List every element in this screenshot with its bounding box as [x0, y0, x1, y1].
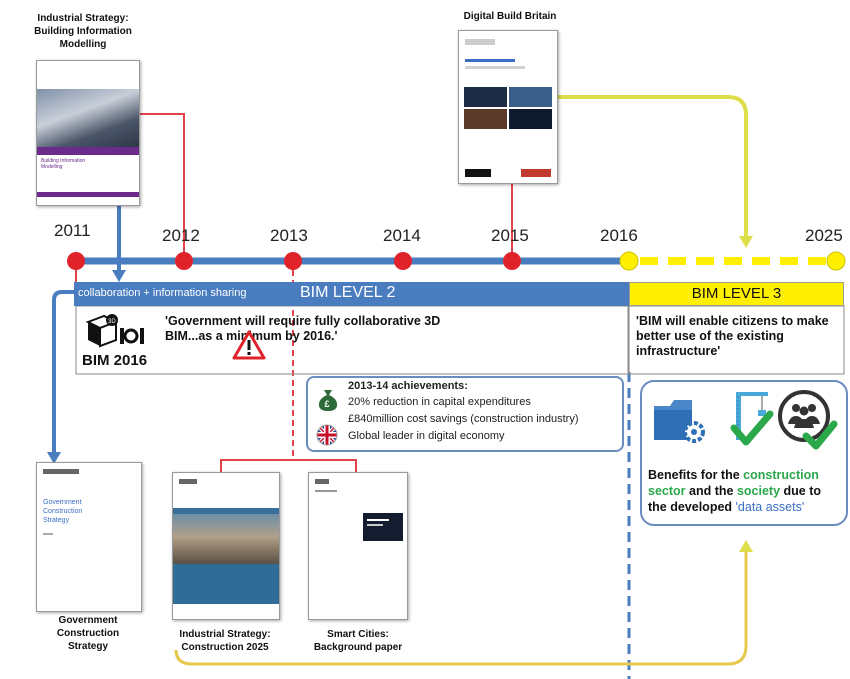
benefits-text-part: Benefits for the [648, 468, 744, 482]
milestone-dot-2014 [394, 252, 412, 270]
doc-title-line: Industrial Strategy: [179, 629, 271, 640]
benefits-construction-sector: construction sector [648, 468, 819, 498]
arrow-head-bim-strategy [112, 270, 126, 282]
doc-title-line: Strategy [67, 641, 108, 652]
collab-label: collaboration + information sharing [78, 287, 247, 299]
achievements-title: 2013-14 achievements: [348, 380, 468, 392]
achievements-box [306, 376, 624, 452]
doc-cover-construction-2025[interactable] [172, 472, 280, 620]
doc-title-smart-cities: Smart Cities: Background paper [296, 628, 420, 654]
year-label-2013: 2013 [270, 226, 308, 245]
doc-title-construction-2025: Industrial Strategy: Construction 2025 [160, 628, 290, 654]
milestone-dot-2015 [503, 252, 521, 270]
year-label-2011: 2011 [54, 221, 91, 240]
bim-level3-quote: 'BIM will enable citizens to make better… [636, 314, 829, 358]
milestone-dot-2011 [67, 252, 85, 270]
achievement-item: £840million cost savings (construction i… [348, 413, 579, 425]
bim-level2-band: collaboration + information sharing BIM … [74, 282, 629, 306]
doc-title-line: Construction 2025 [181, 642, 269, 653]
arrow-head-gov-strategy [47, 452, 61, 464]
doc-title-gov-construction: Government Construction Strategy [30, 614, 146, 653]
benefits-text-part: and the [685, 484, 737, 498]
milestone-dot-2025 [826, 251, 846, 271]
benefits-society: society [736, 484, 781, 498]
achievement-item: Global leader in digital economy [348, 430, 505, 442]
doc-title-line: Smart Cities: [327, 629, 389, 640]
year-label-2015: 2015 [491, 226, 529, 245]
benefits-data-assets: 'data assets' [735, 500, 805, 514]
bim-2016-logo: 3D [82, 312, 156, 350]
doc-title-line: Government [58, 615, 118, 626]
cover-text-line: Modelling [41, 164, 63, 170]
bim-level3-label: BIM LEVEL 3 [691, 285, 782, 302]
money-bag-icon: £ [318, 390, 338, 411]
year-label-2014: 2014 [383, 226, 421, 245]
doc-cover-gov-construction[interactable]: Government Construction Strategy [36, 462, 142, 612]
connector-bracket-2013 [220, 459, 357, 472]
level3-frame [628, 305, 845, 375]
connector-yellow-bottom [174, 548, 748, 666]
milestone-dot-2012 [175, 252, 193, 270]
folder-gear-icon [654, 400, 705, 443]
bim-level2-label: BIM LEVEL 2 [300, 284, 396, 301]
doc-cover-digital-build[interactable] [458, 30, 558, 184]
svg-text:£: £ [325, 399, 330, 409]
doc-title-digital-build: Digital Build Britain [463, 11, 557, 22]
benefits-text-part: due to the developed [648, 484, 821, 514]
level2-frame [75, 305, 629, 375]
year-label-2012: 2012 [162, 226, 200, 245]
cover-text-line: Construction [43, 508, 83, 515]
bim-2016-label: BIM 2016 [82, 352, 148, 369]
bim-cube-icon: 3D [85, 314, 144, 348]
svg-text:3D: 3D [108, 319, 116, 325]
connector-bim-strategy [140, 113, 185, 256]
connector-gov-strategy [52, 290, 76, 458]
doc-title-industrial-bim: Industrial Strategy: Building Informatio… [18, 12, 148, 51]
doc-title-line: Modelling [59, 39, 107, 50]
arrow-head-yellow-top [739, 236, 753, 248]
year-label-2025: 2025 [805, 226, 843, 245]
benefits-text: Benefits for the construction sector and… [648, 467, 842, 515]
milestone-dot-2013 [284, 252, 302, 270]
bim-2016-quote: 'Government will require fully collabora… [165, 314, 441, 343]
cover-text-line: Strategy [43, 517, 70, 524]
doc-cover-industrial-bim[interactable]: Building Information Modelling [36, 60, 140, 206]
doc-title-line: Industrial Strategy: [37, 13, 129, 24]
cover-photo [37, 89, 139, 147]
uk-flag-icon [316, 424, 338, 446]
achievement-item: 20% reduction in capital expenditures [348, 396, 531, 408]
cover-text: Government Construction Strategy [37, 480, 141, 525]
milestone-dot-2016 [619, 251, 639, 271]
cover-text-line: Building Information [41, 158, 86, 164]
year-label-2016: 2016 [600, 226, 638, 245]
arrow-head-yellow-bottom [739, 540, 753, 552]
cover-panel [363, 513, 403, 541]
doc-cover-smart-cities[interactable] [308, 472, 408, 620]
cover-photos [464, 87, 552, 129]
doc-title-line: Background paper [313, 642, 403, 653]
cover-text-line: Government [43, 499, 82, 506]
cover-text: Building Information Modelling [37, 155, 139, 173]
warning-icon [232, 330, 266, 360]
connector-yellow-top [556, 95, 748, 240]
cover-photo [173, 514, 279, 564]
doc-title-line: Construction [56, 628, 120, 639]
doc-title-line: Building Information [34, 26, 132, 37]
people-check-icon [778, 390, 838, 450]
bim-level3-band: BIM LEVEL 3 [629, 282, 844, 306]
crane-check-icon [730, 392, 774, 446]
